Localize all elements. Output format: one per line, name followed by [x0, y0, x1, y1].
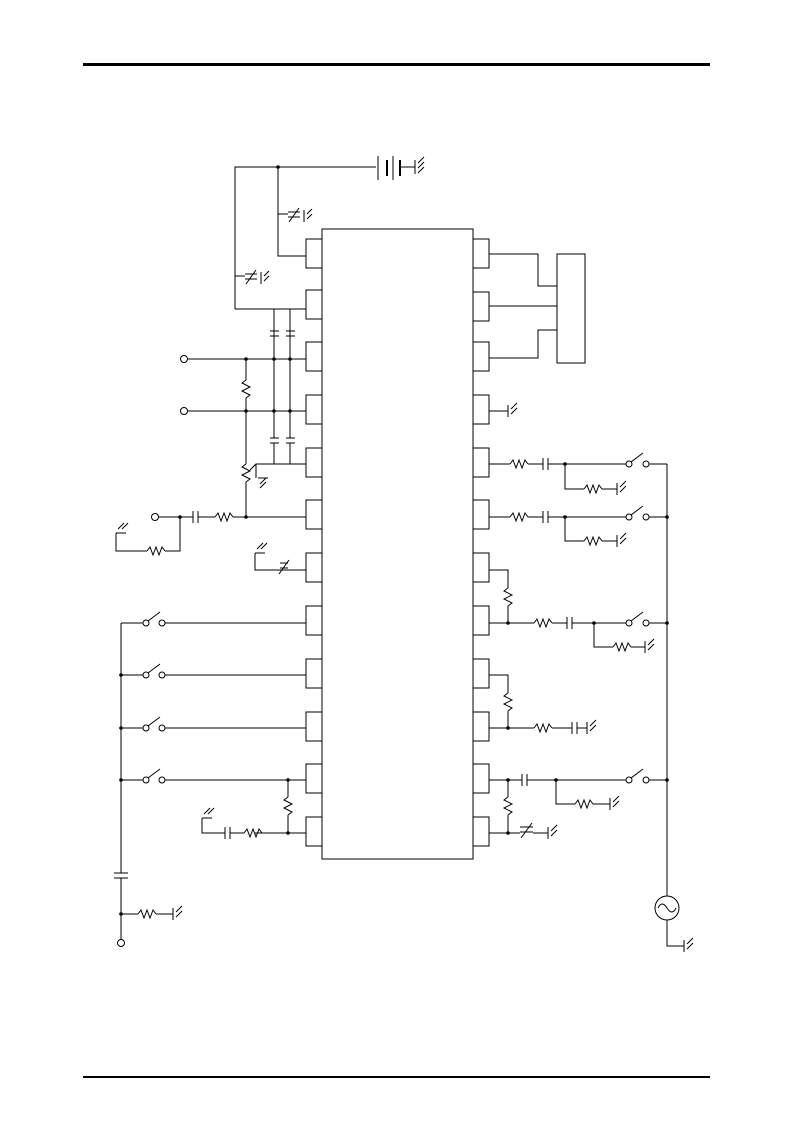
switch-contact — [643, 620, 649, 626]
switch-contact — [643, 777, 649, 783]
supply-wire — [235, 167, 376, 309]
right-switch-bank — [489, 453, 693, 952]
ic-pin — [306, 659, 322, 688]
footer-rule — [83, 1076, 710, 1078]
switch-icon — [631, 769, 643, 778]
resistor-icon — [504, 693, 512, 711]
resistor-icon — [613, 643, 631, 651]
resistor-icon — [284, 797, 292, 815]
ic-pin — [473, 817, 489, 846]
ic-pin — [473, 606, 489, 635]
input-terminal — [181, 408, 188, 415]
switch-contact — [643, 461, 649, 467]
ic-pin — [306, 712, 322, 741]
resistor-icon — [575, 800, 593, 808]
resistor-icon — [584, 537, 602, 545]
switch-contact — [159, 672, 165, 678]
switch-icon — [148, 664, 160, 673]
supply-wire — [278, 167, 306, 256]
resistor-icon — [534, 619, 552, 627]
switch-contact — [626, 461, 632, 467]
switch-contact — [626, 620, 632, 626]
resistor-icon — [504, 797, 512, 815]
switch-contact — [159, 777, 165, 783]
ic-pin — [306, 290, 322, 319]
resistor-icon — [534, 724, 552, 732]
switch-icon — [148, 769, 160, 778]
ic-pin — [306, 448, 322, 477]
ic-pin — [306, 764, 322, 793]
ac-source-icon — [658, 904, 676, 912]
ic-pin — [473, 395, 489, 424]
left-inputs — [116, 356, 306, 575]
switch-contact — [143, 672, 149, 678]
switch-contact — [143, 725, 149, 731]
power-supply-section — [235, 156, 424, 309]
resistor-icon — [510, 460, 528, 468]
switch-contact — [159, 725, 165, 731]
ic-pin — [306, 342, 322, 371]
ic-pin — [473, 342, 489, 371]
switch-contact — [626, 514, 632, 520]
resistor-icon — [138, 910, 156, 918]
connector-block — [557, 254, 585, 363]
switch-icon — [148, 717, 160, 726]
resistor-icon — [510, 513, 528, 521]
switch-icon — [148, 612, 160, 621]
resistor-icon — [584, 485, 602, 493]
switch-contact — [143, 620, 149, 626]
resistor-icon — [242, 464, 250, 482]
junction-dots — [119, 165, 669, 916]
input-terminal — [152, 514, 159, 521]
switch-icon — [631, 453, 643, 462]
ic-pin — [306, 239, 322, 268]
switch-icon — [631, 506, 643, 515]
switch-contact — [643, 514, 649, 520]
ic-pin — [473, 239, 489, 268]
ic-pin — [473, 500, 489, 529]
switch-icon — [631, 612, 643, 621]
switch-contact — [626, 777, 632, 783]
resistor-icon — [504, 588, 512, 606]
bypass-capacitors — [270, 309, 295, 464]
ic-pin — [306, 500, 322, 529]
right-connector — [489, 254, 585, 417]
ic-body — [322, 229, 473, 859]
resistor-icon — [147, 547, 165, 555]
ic-pins-left — [306, 239, 322, 846]
resistor-icon — [244, 829, 262, 837]
input-terminal — [181, 356, 188, 363]
output-terminal — [118, 940, 125, 947]
header-rule — [83, 63, 710, 66]
ic-pin — [306, 395, 322, 424]
switch-contact — [159, 620, 165, 626]
resistor-icon — [215, 513, 233, 521]
resistor-icon — [242, 380, 250, 398]
switch-contact — [143, 777, 149, 783]
ic-pin — [306, 553, 322, 582]
ic-pin — [473, 764, 489, 793]
ic-pin — [473, 712, 489, 741]
left-switch-bank — [114, 612, 306, 947]
ic-pins-right — [473, 239, 489, 846]
ic-pin — [473, 553, 489, 582]
ic-pin — [306, 817, 322, 846]
ic-pin — [473, 659, 489, 688]
ic-pin — [306, 606, 322, 635]
ic-pin — [473, 292, 489, 321]
ic-pin — [473, 448, 489, 477]
